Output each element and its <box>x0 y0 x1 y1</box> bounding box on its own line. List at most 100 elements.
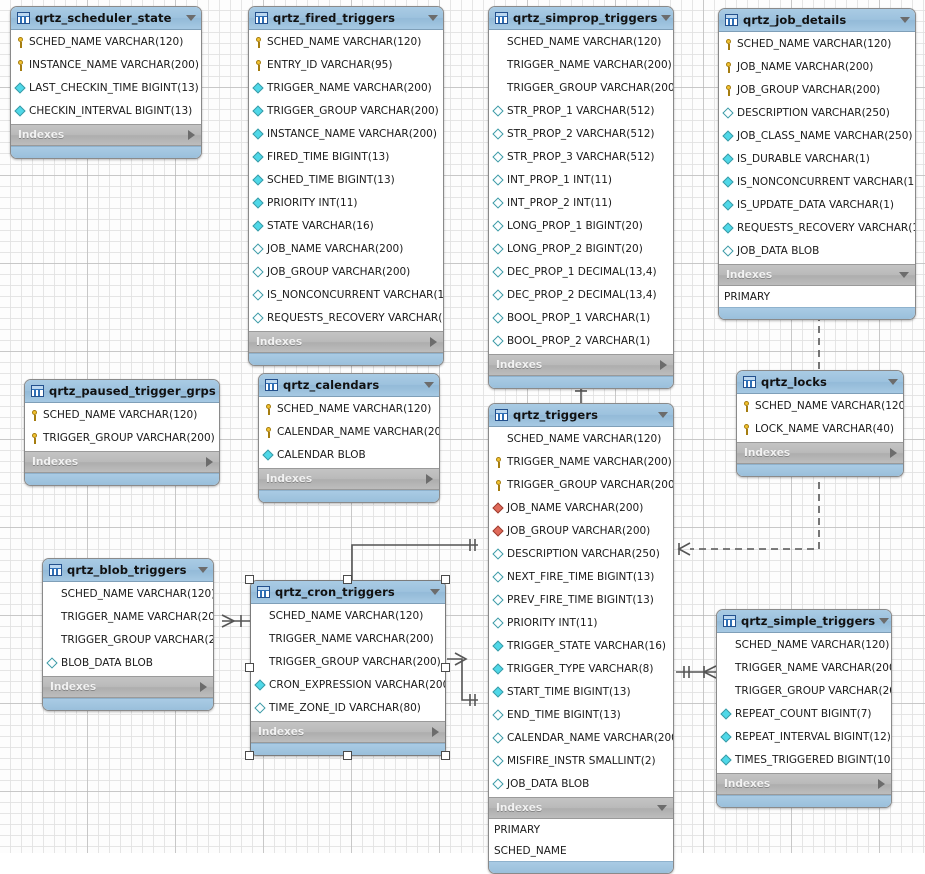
resize-handle[interactable] <box>343 575 352 584</box>
indexes-section-header-qrtz_fired_triggers[interactable]: Indexes <box>249 331 443 353</box>
indexes-section-header-qrtz_calendars[interactable]: Indexes <box>259 468 439 490</box>
column-row[interactable]: TRIGGER_GROUP VARCHAR(200) <box>25 427 219 450</box>
column-row[interactable]: JOB_NAME VARCHAR(200) <box>489 497 673 520</box>
column-row[interactable]: SCHED_NAME VARCHAR(120) <box>717 634 891 657</box>
indexes-section-header-qrtz_job_details[interactable]: Indexes <box>719 264 915 286</box>
column-row[interactable]: FIRED_TIME BIGINT(13) <box>249 146 443 169</box>
table-header-qrtz_triggers[interactable]: qrtz_triggers <box>489 404 673 427</box>
indexes-section-header-qrtz_cron_triggers[interactable]: Indexes <box>251 721 445 743</box>
column-row[interactable]: SCHED_NAME VARCHAR(120) <box>489 31 673 54</box>
column-row[interactable]: STR_PROP_2 VARCHAR(512) <box>489 123 673 146</box>
column-row[interactable]: PRIORITY INT(11) <box>249 192 443 215</box>
column-row[interactable]: STR_PROP_1 VARCHAR(512) <box>489 100 673 123</box>
table-header-qrtz_cron_triggers[interactable]: qrtz_cron_triggers <box>251 581 445 604</box>
table-header-qrtz_scheduler_state[interactable]: qrtz_scheduler_state <box>11 7 201 30</box>
indexes-section-header-qrtz_locks[interactable]: Indexes <box>737 442 903 464</box>
column-row[interactable]: JOB_GROUP VARCHAR(200) <box>489 520 673 543</box>
indexes-section-header-qrtz_triggers[interactable]: Indexes <box>489 797 673 819</box>
column-row[interactable]: TRIGGER_NAME VARCHAR(200) <box>717 657 891 680</box>
column-row[interactable]: INT_PROP_1 INT(11) <box>489 169 673 192</box>
column-row[interactable]: CALENDAR_NAME VARCHAR(200) <box>259 421 439 444</box>
resize-handle[interactable] <box>245 575 254 584</box>
chevron-down-icon[interactable] <box>198 567 208 573</box>
column-row[interactable]: DEC_PROP_1 DECIMAL(13,4) <box>489 261 673 284</box>
column-row[interactable]: ENTRY_ID VARCHAR(95) <box>249 54 443 77</box>
column-row[interactable]: STATE VARCHAR(16) <box>249 215 443 238</box>
chevron-right-icon[interactable] <box>878 779 885 789</box>
column-row[interactable]: IS_UPDATE_DATA VARCHAR(1) <box>719 194 915 217</box>
column-row[interactable]: DESCRIPTION VARCHAR(250) <box>719 102 915 125</box>
column-row[interactable]: START_TIME BIGINT(13) <box>489 681 673 704</box>
column-row[interactable]: MISFIRE_INSTR SMALLINT(2) <box>489 750 673 773</box>
chevron-down-icon[interactable] <box>657 805 667 811</box>
indexes-section-header-qrtz_scheduler_state[interactable]: Indexes <box>11 124 201 146</box>
chevron-down-icon[interactable] <box>430 589 440 595</box>
chevron-right-icon[interactable] <box>430 337 437 347</box>
chevron-right-icon[interactable] <box>206 457 213 467</box>
column-row[interactable]: BOOL_PROP_1 VARCHAR(1) <box>489 307 673 330</box>
column-row[interactable]: INT_PROP_2 INT(11) <box>489 192 673 215</box>
column-row[interactable]: TRIGGER_GROUP VARCHAR(200) <box>489 474 673 497</box>
column-row[interactable]: LONG_PROP_1 BIGINT(20) <box>489 215 673 238</box>
indexes-section-header-qrtz_simprop_triggers[interactable]: Indexes <box>489 354 673 376</box>
column-row[interactable]: SCHED_NAME VARCHAR(120) <box>251 605 445 628</box>
chevron-down-icon[interactable] <box>661 15 671 21</box>
index-row[interactable]: PRIMARY <box>489 819 673 840</box>
chevron-down-icon[interactable] <box>879 618 889 624</box>
column-row[interactable]: JOB_NAME VARCHAR(200) <box>719 56 915 79</box>
column-row[interactable]: BLOB_DATA BLOB <box>43 652 213 675</box>
column-row[interactable]: SCHED_NAME VARCHAR(120) <box>737 395 903 418</box>
chevron-down-icon[interactable] <box>658 412 668 418</box>
column-row[interactable]: SCHED_NAME VARCHAR(120) <box>719 33 915 56</box>
column-row[interactable]: SCHED_TIME BIGINT(13) <box>249 169 443 192</box>
column-row[interactable]: SCHED_NAME VARCHAR(120) <box>43 583 213 606</box>
column-row[interactable]: LAST_CHECKIN_TIME BIGINT(13) <box>11 77 201 100</box>
column-row[interactable]: SCHED_NAME VARCHAR(120) <box>25 404 219 427</box>
column-row[interactable]: SCHED_NAME VARCHAR(120) <box>489 428 673 451</box>
chevron-down-icon[interactable] <box>900 17 910 23</box>
column-row[interactable]: TRIGGER_NAME VARCHAR(200) <box>249 77 443 100</box>
column-row[interactable]: SCHED_NAME VARCHAR(120) <box>259 398 439 421</box>
resize-handle[interactable] <box>343 751 352 760</box>
chevron-down-icon[interactable] <box>428 15 438 21</box>
table-header-qrtz_locks[interactable]: qrtz_locks <box>737 371 903 394</box>
column-row[interactable]: INSTANCE_NAME VARCHAR(200) <box>249 123 443 146</box>
column-row[interactable]: TRIGGER_GROUP VARCHAR(200) <box>43 629 213 652</box>
table-header-qrtz_blob_triggers[interactable]: qrtz_blob_triggers <box>43 559 213 582</box>
column-row[interactable]: TIME_ZONE_ID VARCHAR(80) <box>251 697 445 720</box>
indexes-section-header-qrtz_blob_triggers[interactable]: Indexes <box>43 676 213 698</box>
table-header-qrtz_calendars[interactable]: qrtz_calendars <box>259 374 439 397</box>
column-row[interactable]: TIMES_TRIGGERED BIGINT(10) <box>717 749 891 772</box>
chevron-down-icon[interactable] <box>424 382 434 388</box>
column-row[interactable]: END_TIME BIGINT(13) <box>489 704 673 727</box>
column-row[interactable]: LONG_PROP_2 BIGINT(20) <box>489 238 673 261</box>
column-row[interactable]: CHECKIN_INTERVAL BIGINT(13) <box>11 100 201 123</box>
resize-handle[interactable] <box>245 751 254 760</box>
column-row[interactable]: TRIGGER_GROUP VARCHAR(200) <box>249 100 443 123</box>
table-header-qrtz_simple_triggers[interactable]: qrtz_simple_triggers <box>717 610 891 633</box>
resize-handle[interactable] <box>441 663 450 672</box>
column-row[interactable]: SCHED_NAME VARCHAR(120) <box>11 31 201 54</box>
column-row[interactable]: IS_NONCONCURRENT VARCHAR(1) <box>719 171 915 194</box>
indexes-section-header-qrtz_paused_trigger_grps[interactable]: Indexes <box>25 451 219 473</box>
chevron-down-icon[interactable] <box>186 15 196 21</box>
chevron-right-icon[interactable] <box>426 474 433 484</box>
column-row[interactable]: SCHED_NAME VARCHAR(120) <box>249 31 443 54</box>
column-row[interactable]: CRON_EXPRESSION VARCHAR(200) <box>251 674 445 697</box>
resize-handle[interactable] <box>441 751 450 760</box>
column-row[interactable]: JOB_GROUP VARCHAR(200) <box>249 261 443 284</box>
column-row[interactable]: REQUESTS_RECOVERY VARCHAR(1) <box>719 217 915 240</box>
chevron-right-icon[interactable] <box>188 130 195 140</box>
chevron-down-icon[interactable] <box>888 379 898 385</box>
index-row[interactable]: PRIMARY <box>719 286 915 307</box>
resize-handle[interactable] <box>245 663 254 672</box>
